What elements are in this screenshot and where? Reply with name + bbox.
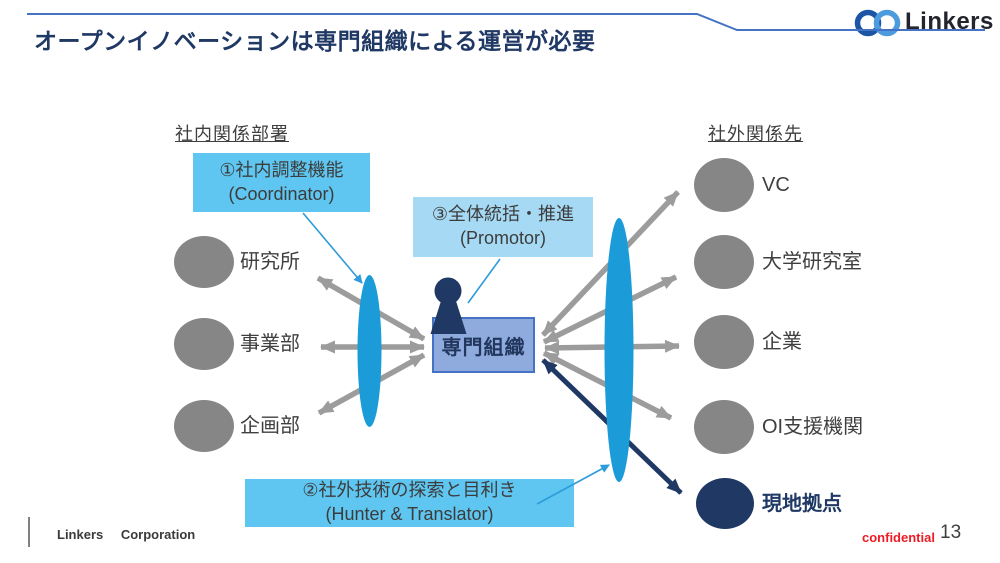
callout-promotor-line1: ③全体統括・推進: [431, 204, 575, 225]
footer-company: Linkers Corporation: [57, 527, 196, 542]
logo-text: Linkers: [905, 8, 994, 35]
internal-arrows: [316, 275, 426, 416]
callout-hunter: ②社外技術の探索と目利き (Hunter & Translator): [245, 479, 574, 527]
node-circle-kenkyujo: [174, 236, 234, 288]
pointer-line-coordinator: [302, 212, 363, 284]
org-box: 専門組織: [432, 317, 535, 373]
slide-title: オープンイノベーションは専門組織による運営が必要: [34, 28, 596, 54]
arrow-external-kigyo: [544, 339, 680, 355]
node-label-jigyobu: 事業部: [240, 333, 300, 355]
callout-hunter-line1: ②社外技術の探索と目利き: [302, 480, 517, 501]
external-section-heading: 社外関係先: [708, 124, 803, 144]
callout-coordinator-line1: ①社内調整機能: [219, 159, 344, 180]
node-circle-university: [694, 235, 754, 289]
person-icon-head: [434, 277, 462, 305]
node-label-local-base: 現地拠点: [762, 493, 842, 515]
node-label-kikakubu: 企画部: [240, 415, 300, 437]
linkers-logo-rings-icon: [854, 9, 901, 37]
node-circle-vc: [694, 158, 754, 212]
arrow-external-university: [542, 274, 678, 345]
callout-hunter-line2: (Hunter & Translator): [325, 504, 494, 524]
node-label-university: 大学研究室: [762, 251, 862, 273]
node-label-oi-support: OI支援機関: [762, 416, 864, 438]
callout-coordinator-line2: (Coordinator): [228, 183, 335, 204]
footer-confidential: confidential: [862, 530, 935, 545]
callout-promotor: ③全体統括・推進 (Promotor): [413, 197, 593, 257]
node-circle-local-base: [696, 478, 754, 529]
node-circle-jigyobu: [174, 318, 234, 370]
arrow-external-oi-support: [542, 350, 673, 421]
callout-coordinator: ①社内調整機能 (Coordinator): [193, 153, 370, 212]
node-label-kigyo: 企業: [762, 331, 802, 353]
arrow-internal-kikakubu: [317, 352, 426, 416]
arrow-internal-kenkyujo: [316, 275, 426, 342]
node-circle-kigyo: [694, 315, 754, 369]
org-box-label: 専門組織: [441, 336, 526, 359]
internal-lens-ellipse: [357, 275, 382, 427]
node-circle-oi-support: [694, 400, 754, 454]
node-label-kenkyujo: 研究所: [240, 251, 300, 273]
footer-accent-bar: [28, 517, 30, 547]
callout-promotor-line2: (Promotor): [459, 228, 546, 248]
node-label-vc: VC: [762, 174, 790, 196]
node-circle-kikakubu: [174, 400, 234, 452]
pointer-line-promotor: [467, 258, 501, 304]
linkers-logo: Linkers: [854, 3, 994, 41]
internal-section-heading: 社内関係部署: [175, 124, 289, 144]
footer-page-number: 13: [940, 522, 962, 543]
arrow-external-local-base: [541, 358, 683, 495]
external-lens-ellipse: [604, 218, 634, 482]
